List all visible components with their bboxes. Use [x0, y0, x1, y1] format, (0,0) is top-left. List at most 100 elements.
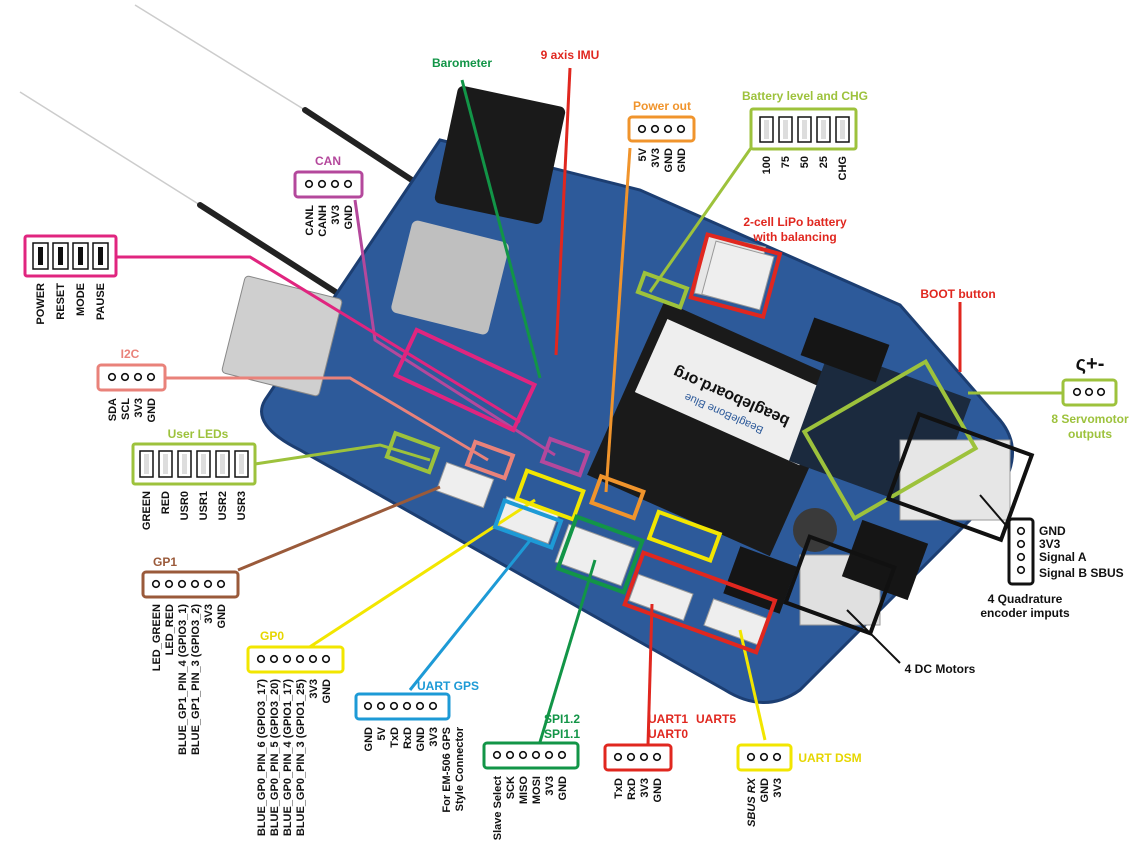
uart1-label: UART1 [648, 712, 688, 726]
battery-pin-1: 100 [761, 156, 773, 174]
gp1-pin-5: 3V3 [203, 604, 215, 624]
gp0-pin-4: BLUE_GP0_PIN_3 (GPIO1_25) [295, 679, 307, 836]
uart-header [603, 743, 673, 772]
lipo-label-line2: with balancing [752, 230, 836, 244]
uart-pin-3: 3V3 [639, 778, 651, 798]
can-pin-2: CANH [317, 205, 329, 237]
encoder-pin-1: GND [1039, 524, 1066, 538]
uart-gps-pin-6: 3V3 [428, 727, 440, 747]
battery-pin-4: 25 [818, 156, 830, 168]
power-pin-3: GND [663, 148, 675, 173]
barometer-label: Barometer [432, 56, 492, 70]
uart0-label: UART0 [648, 727, 688, 741]
led-pin-4: USR1 [198, 491, 210, 520]
uart-gps-pin-5: GND [415, 727, 427, 752]
can-pin-4: GND [343, 205, 355, 230]
button-reset: RESET [55, 283, 67, 320]
spi-label-line1: SPI1.2 [544, 712, 580, 726]
battery-pin-5: CHG [837, 156, 849, 180]
imu-label: 9 axis IMU [541, 48, 600, 62]
encoder-pin-4: Signal B SBUS [1039, 566, 1124, 580]
dsm-pin-1: SBUS RX [746, 777, 758, 827]
gp1-pin-4: BLUE_GP1_PIN_3 (GPIO3_2) [190, 604, 202, 755]
battery-level-label: Battery level and CHG [742, 89, 868, 103]
spi-pin-3: MISO [518, 776, 530, 805]
can-pin-1: CANL [304, 205, 316, 236]
uart-pin-4: GND [652, 778, 664, 803]
led-pin-1: GREEN [141, 491, 153, 530]
uart5-label: UART5 [696, 712, 736, 726]
button-power: POWER [35, 283, 47, 325]
gp1-header [141, 570, 240, 599]
power-pin-1: 5V [637, 147, 649, 161]
gp1-label: GP1 [153, 555, 177, 569]
i2c-pin-1: SDA [107, 398, 119, 421]
i2c-label: I2C [121, 347, 140, 361]
can-label: CAN [315, 154, 341, 168]
battery-pin-3: 50 [799, 156, 811, 168]
uart-gps-pin-3: TxD [389, 727, 401, 748]
encoder-label-line2: encoder imputs [980, 606, 1070, 620]
dc-motors-label: 4 DC Motors [905, 662, 976, 676]
servo-symbol: ς+- [1076, 353, 1105, 375]
gps-note-line2: Style Connector [454, 726, 466, 811]
spi-pin-4: MOSI [531, 776, 543, 804]
spi-pin-6: GND [557, 776, 569, 801]
uart-gps-pin-4: RxD [402, 727, 414, 749]
spi-pin-1: Slave Select [492, 776, 504, 841]
power-pin-2: 3V3 [650, 148, 662, 168]
gp1-pin-2: LED_RED [164, 604, 176, 655]
battery-pin-2: 75 [780, 156, 792, 168]
servo-label-line2: outputs [1068, 427, 1112, 441]
led-pin-6: USR3 [236, 491, 248, 520]
can-pin-3: 3V3 [330, 205, 342, 225]
encoder-pin-3: Signal A [1039, 550, 1087, 564]
gp0-pin-3: BLUE_GP0_PIN_4 (GPIO1_17) [282, 679, 294, 836]
board-highlights [384, 232, 1035, 655]
spi-label-line2: SPI1.1 [544, 727, 580, 741]
gp1-pin-3: BLUE_GP1_PIN_4 (GPIO3_1) [177, 604, 189, 755]
uart-gps-pin-1: GND [363, 727, 375, 752]
dsm-pin-3: 3V3 [772, 778, 784, 798]
power-out-label: Power out [633, 99, 691, 113]
encoder-pin-2: 3V3 [1039, 537, 1061, 551]
uart-gps-pin-2: 5V [376, 726, 388, 740]
gps-note-line1: For EM-506 GPS [441, 727, 453, 813]
spi-header [482, 741, 580, 770]
leader-lines [115, 67, 1063, 746]
board: beagleboard.org BeagleBone Blue [221, 85, 1014, 704]
gp1-pin-1: LED_GREEN [151, 604, 163, 671]
spi-pin-5: 3V3 [544, 776, 556, 796]
boot-label: BOOT button [920, 287, 995, 301]
gp0-pin-1: BLUE_GP0_PIN_6 (GPIO3_17) [256, 679, 268, 836]
i2c-pin-3: 3V3 [133, 398, 145, 418]
button-pause: PAUSE [95, 283, 107, 320]
led-pin-5: USR2 [217, 491, 229, 520]
uart-gps-label: UART GPS [417, 679, 479, 693]
i2c-pin-4: GND [146, 398, 158, 423]
led-pin-3: USR0 [179, 491, 191, 520]
servo-label-line1: 8 Servomotor [1051, 412, 1129, 426]
gp0-pin-6: GND [321, 679, 333, 704]
encoder-label-line1: 4 Quadrature [988, 592, 1063, 606]
i2c-header [96, 363, 167, 392]
led-pin-2: RED [160, 491, 172, 514]
gp0-header [246, 645, 345, 674]
uart-dsm-label: UART DSM [798, 751, 861, 765]
power-pin-4: GND [676, 148, 688, 173]
encoder-header [1007, 517, 1035, 586]
can-header [293, 170, 364, 199]
uart-gps-header [354, 692, 451, 721]
uart-pin-1: TxD [613, 778, 625, 799]
spi-pin-2: SCK [505, 776, 517, 799]
gp0-pin-2: BLUE_GP0_PIN_5 (GPIO3_20) [269, 679, 281, 836]
lipo-label-line1: 2-cell LiPo battery [743, 215, 847, 229]
gp0-label: GP0 [260, 629, 284, 643]
button-mode: MODE [75, 283, 87, 316]
user-leds-label: User LEDs [168, 427, 229, 441]
gp1-pin-6: GND [216, 604, 228, 629]
gp0-pin-5: 3V3 [308, 679, 320, 699]
dsm-pin-2: GND [759, 778, 771, 803]
i2c-pin-2: SCL [120, 398, 132, 420]
